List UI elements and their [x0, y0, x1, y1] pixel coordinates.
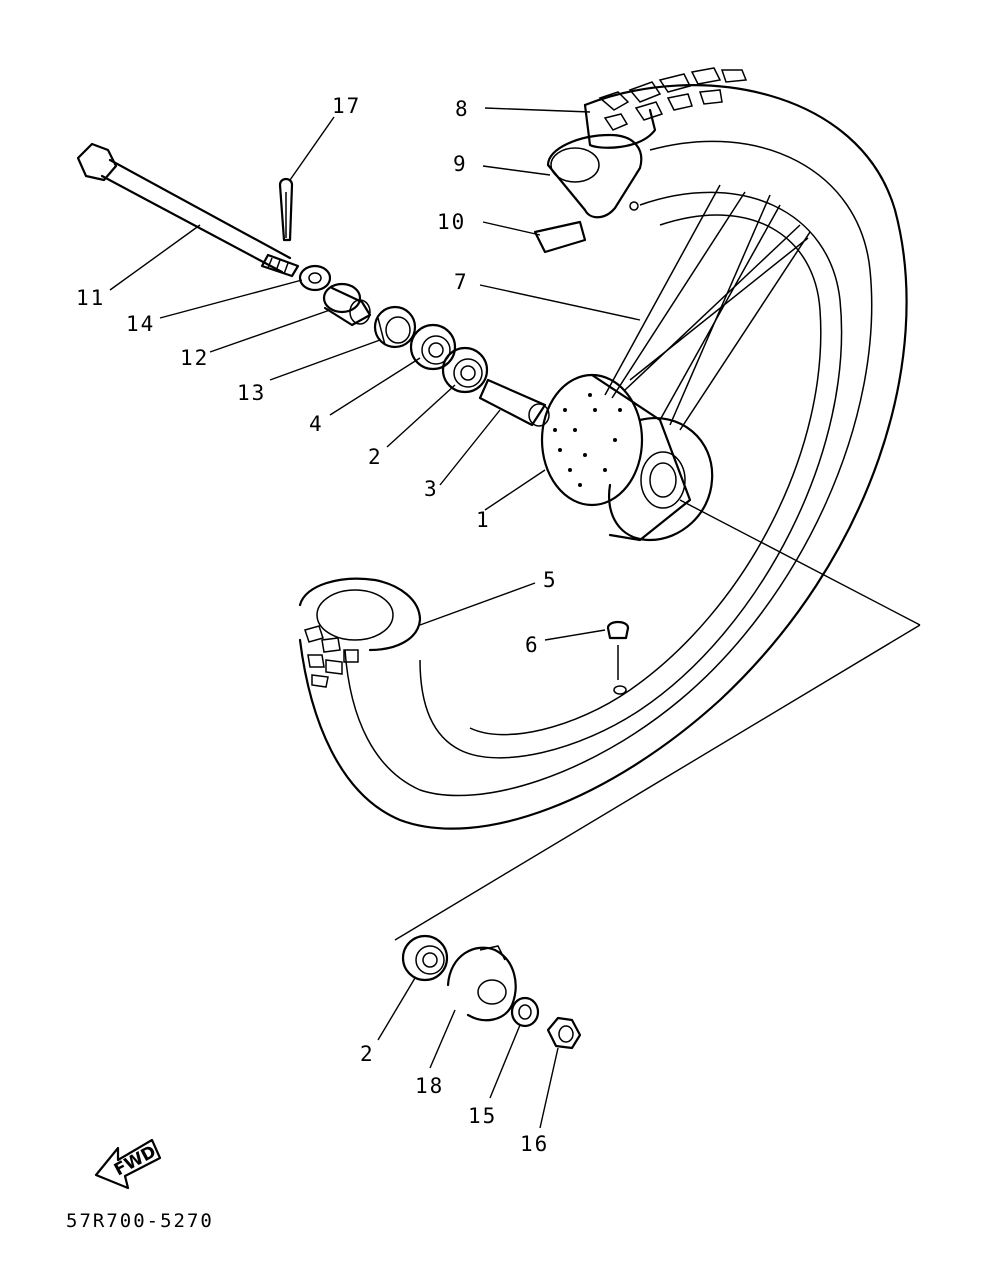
- callout-12: 12: [180, 346, 209, 370]
- hub-holes: [553, 393, 622, 487]
- callout-4: 4: [309, 412, 324, 436]
- callout-1: 1: [476, 508, 491, 532]
- leader-lines: [109, 107, 641, 1129]
- callout-3: 3: [424, 477, 439, 501]
- washer-14: [298, 264, 332, 292]
- spokes: [604, 184, 811, 431]
- callout-9: 9: [453, 152, 468, 176]
- axle: [76, 142, 300, 278]
- hub: [540, 373, 714, 542]
- tire-tread-bottom: [304, 625, 359, 688]
- callout-labels: 1 2 3 4 5 6 7 8 9 10 11 12 13 14 15 16 1…: [76, 94, 558, 1156]
- callout-11: 11: [76, 286, 105, 310]
- callout-13: 13: [237, 381, 266, 405]
- callout-8: 8: [455, 97, 470, 121]
- tire: [298, 67, 908, 830]
- callout-7: 7: [454, 270, 469, 294]
- bearing-2-bottom: [401, 934, 449, 982]
- callout-18: 18: [415, 1074, 444, 1098]
- callout-2-top: 2: [368, 445, 383, 469]
- callout-5: 5: [543, 568, 558, 592]
- valve-cap: [606, 620, 630, 695]
- collar: [322, 282, 372, 327]
- rim-band: [533, 220, 587, 254]
- gear-unit: [446, 945, 517, 1022]
- oil-seal: [373, 305, 417, 349]
- callout-2-bottom: 2: [360, 1042, 375, 1066]
- assembly-lines: [394, 499, 921, 941]
- washer-15: [510, 996, 540, 1028]
- tire-tread-top: [598, 67, 748, 131]
- callout-15: 15: [468, 1104, 497, 1128]
- callout-6: 6: [525, 633, 540, 657]
- callout-14: 14: [126, 312, 155, 336]
- drawing-code: 57R700-5270: [66, 1210, 214, 1232]
- callout-16: 16: [520, 1132, 549, 1156]
- tube: [546, 133, 643, 219]
- cotter-pin: [278, 177, 294, 242]
- bearing-4: [409, 323, 457, 371]
- callout-10: 10: [437, 210, 466, 234]
- fwd-arrow: FWD: [94, 1138, 162, 1190]
- axle-nut: [546, 1016, 582, 1050]
- bearing-2-top: [441, 346, 489, 394]
- callout-17: 17: [332, 94, 361, 118]
- spacer: [478, 378, 550, 427]
